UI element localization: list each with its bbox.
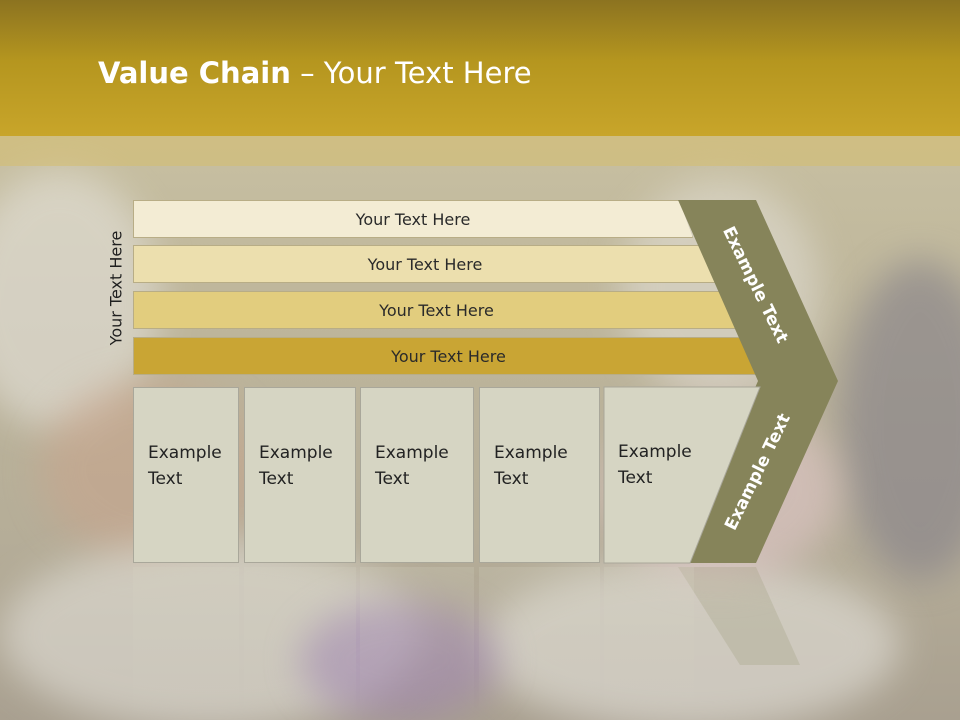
chain-bar-4: Your Text Here (133, 337, 764, 375)
chain-bar-label: Your Text Here (355, 209, 471, 229)
header-band (0, 136, 960, 166)
chain-bar-3: Your Text Here (133, 291, 740, 329)
title-bold: Value Chain (98, 56, 291, 90)
side-label: Your Text Here (106, 230, 126, 346)
box-reflection (244, 567, 356, 717)
activity-box-line1: Example (148, 443, 222, 463)
activity-box-1: Example Text (133, 387, 239, 563)
activity-box-line2: Text (494, 469, 529, 489)
activity-box-line2: Text (259, 469, 294, 489)
activity-box-4: Example Text (479, 387, 600, 563)
background-photo-shape (300, 600, 500, 720)
chain-bar-2: Your Text Here (133, 245, 717, 283)
activity-box-line1: Example (375, 443, 449, 463)
activity-box-line2: Text (375, 469, 410, 489)
activity-box-line1: Example (618, 442, 692, 462)
chain-bar-label: Your Text Here (367, 254, 483, 274)
slide-title: Value Chain – Your Text Here (98, 56, 532, 90)
title-rest: – Your Text Here (290, 56, 532, 90)
chain-bar-1: Your Text Here (133, 200, 693, 238)
activity-box-line1: Example (494, 443, 568, 463)
background-photo-shape (840, 260, 960, 580)
chain-bar-label: Your Text Here (391, 346, 506, 366)
header-bar (0, 0, 960, 136)
box-reflection (133, 567, 239, 717)
activity-box-5: Example Text (604, 387, 692, 563)
activity-box-3: Example Text (360, 387, 474, 563)
chain-bar-label: Your Text Here (379, 300, 494, 320)
activity-box-line2: Text (148, 469, 183, 489)
activity-box-line2: Text (618, 468, 653, 488)
activity-box-line1: Example (259, 443, 333, 463)
box-reflection (604, 567, 694, 717)
background-photo-shape (480, 560, 900, 720)
activity-box-2: Example Text (244, 387, 356, 563)
box-reflection (360, 567, 474, 717)
box-reflection (479, 567, 600, 717)
